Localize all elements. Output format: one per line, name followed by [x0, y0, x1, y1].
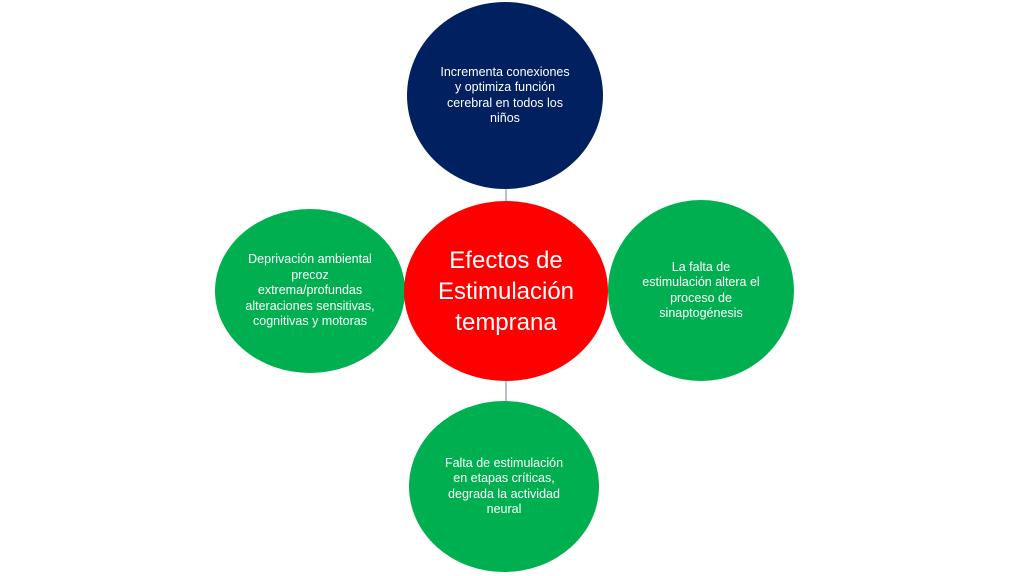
center-label: Efectos de Estimulación temprana — [437, 246, 575, 336]
node-top-label: Incrementa conexiones y optimiza función… — [440, 64, 570, 126]
node-left-label: Deprivación ambiental precoz extrema/pro… — [245, 252, 375, 329]
node-bottom: Falta de estimulación en etapas críticas… — [409, 401, 599, 572]
node-right-label: La falta de estimulación altera el proce… — [642, 259, 760, 321]
node-left: Deprivación ambiental precoz extrema/pro… — [215, 209, 405, 373]
node-top: Incrementa conexiones y optimiza función… — [407, 2, 603, 189]
node-center: Efectos de Estimulación temprana — [404, 201, 608, 381]
node-right: La falta de estimulación altera el proce… — [608, 200, 794, 381]
node-bottom-label: Falta de estimulación en etapas críticas… — [444, 455, 564, 517]
